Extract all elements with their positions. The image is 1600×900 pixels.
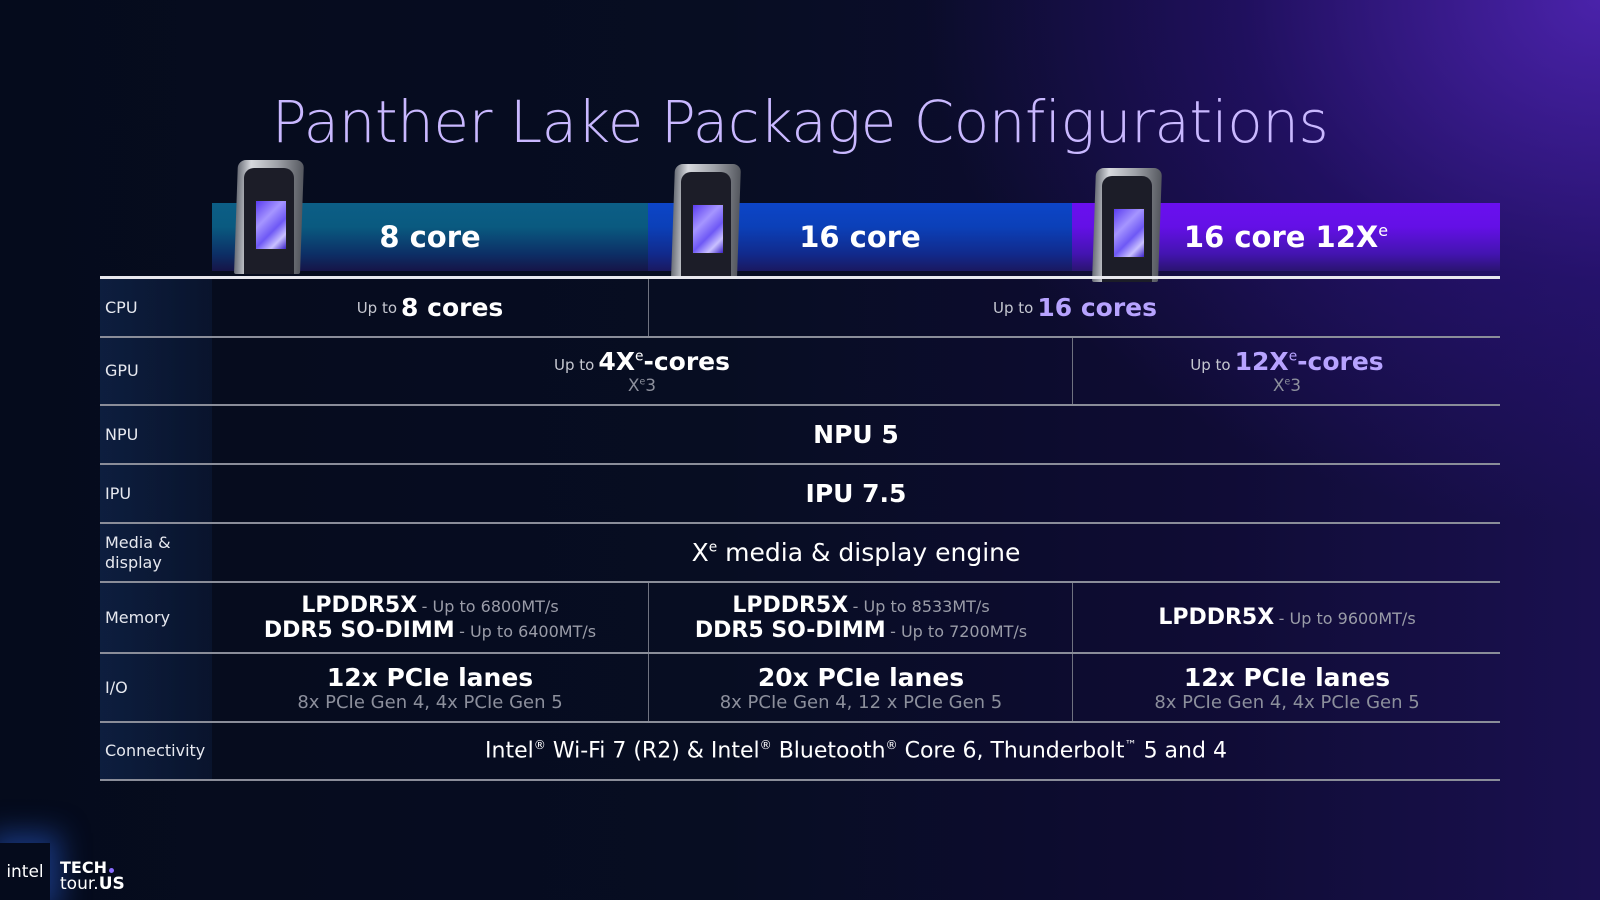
chip-package-icon xyxy=(234,160,304,274)
table-top-rule xyxy=(100,276,1500,279)
gpu-cell-12xe: Up to 12Xe-cores Xe3 xyxy=(1072,338,1501,404)
row-label: Media &display xyxy=(105,532,171,572)
tech-tour-logo: TECH tour.US xyxy=(60,858,125,894)
table-row-media-display: Media &display Xe media & display engine xyxy=(100,524,1500,583)
gpu-cell-4xe: Up to 4Xe-cores Xe3 xyxy=(553,346,730,396)
media-cell: Xe media & display engine xyxy=(691,538,1021,567)
chip-package-icon xyxy=(671,164,741,278)
chip-package-icon xyxy=(1092,168,1162,282)
memory-cell-16-core-12xe: LPDDR5X - Up to 9600MT/s xyxy=(1072,583,1501,652)
cpu-cell-16-core: Up to 16 cores xyxy=(648,279,1501,336)
table-row-ipu: IPU IPU 7.5 xyxy=(100,465,1500,524)
table-row-io: I/O 12x PCIe lanes 8x PCIe Gen 4, 4x PCI… xyxy=(100,654,1500,723)
table-row-connectivity: Connectivity Intel® Wi-Fi 7 (R2) & Intel… xyxy=(100,723,1500,781)
table-row-cpu: CPU Up to 8 cores Up to 16 cores xyxy=(100,279,1500,338)
column-header-label: 16 core xyxy=(799,220,921,254)
cpu-cell-8-core: Up to 8 cores xyxy=(356,293,504,322)
npu-cell: NPU 5 xyxy=(813,420,899,449)
connectivity-cell: Intel® Wi-Fi 7 (R2) & Intel® Bluetooth® … xyxy=(485,738,1227,764)
table-row-memory: Memory LPDDR5X - Up to 6800MT/s DDR5 SO-… xyxy=(100,583,1500,654)
gpu-arch: Xe3 xyxy=(627,375,657,396)
row-label: CPU xyxy=(105,297,138,317)
memory-cell-16-core: LPDDR5X - Up to 8533MT/s DDR5 SO-DIMM - … xyxy=(648,583,1073,652)
row-label: IPU xyxy=(105,483,132,503)
row-label: NPU xyxy=(105,424,139,444)
ipu-cell: IPU 7.5 xyxy=(805,479,907,508)
gpu-arch: Xe3 xyxy=(1272,375,1302,396)
io-cell-16-core-12xe: 12x PCIe lanes 8x PCIe Gen 4, 4x PCIe Ge… xyxy=(1072,654,1501,721)
memory-cell-8-core: LPDDR5X - Up to 6800MT/s DDR5 SO-DIMM - … xyxy=(263,592,597,643)
slide-title: Panther Lake Package Configurations xyxy=(271,88,1329,156)
row-label: Connectivity xyxy=(105,741,206,760)
table-row-gpu: GPU Up to 4Xe-cores Xe3 Up to 12Xe-cores… xyxy=(100,338,1500,406)
io-cell-16-core: 20x PCIe lanes 8x PCIe Gen 4, 12 x PCIe … xyxy=(648,654,1073,721)
row-label: GPU xyxy=(105,361,139,380)
column-header-label: 8 core xyxy=(379,220,481,254)
io-cell-8-core: 12x PCIe lanes 8x PCIe Gen 4, 4x PCIe Ge… xyxy=(297,662,563,713)
row-label: I/O xyxy=(105,677,128,697)
row-label: Memory xyxy=(105,607,171,627)
intel-logo: intel xyxy=(0,843,50,900)
table-row-npu: NPU NPU 5 xyxy=(100,406,1500,465)
column-header-label: 16 core 12Xe xyxy=(1183,220,1389,254)
row-label-column xyxy=(100,278,212,780)
